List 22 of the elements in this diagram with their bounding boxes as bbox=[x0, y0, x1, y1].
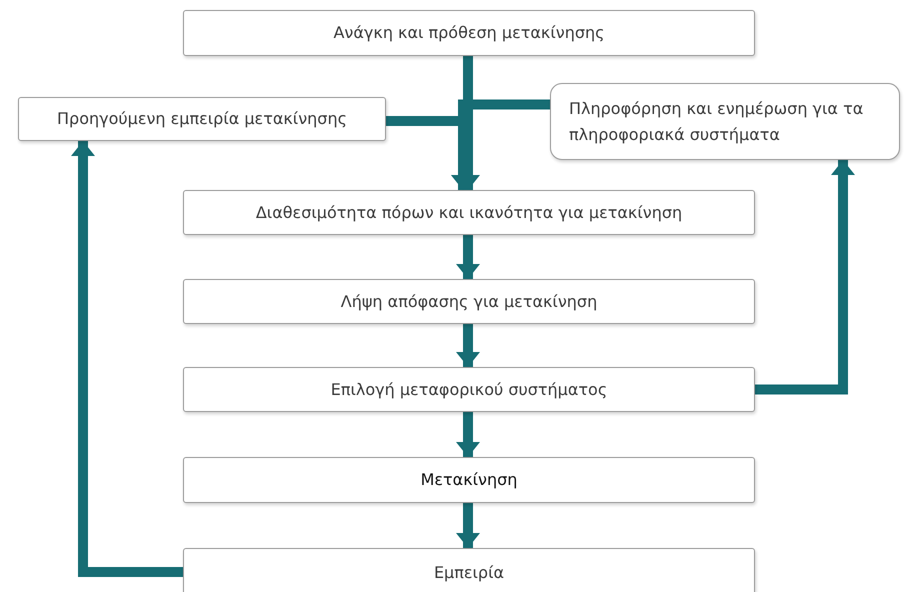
process-box bbox=[183, 367, 755, 412]
box-label: Μετακίνηση bbox=[420, 469, 518, 492]
box-label: Λήψη απόφασης για μετακίνηση bbox=[340, 290, 598, 313]
box-label: Ανάγκη και πρόθεση μετακίνησης bbox=[333, 22, 604, 44]
box-label: Εμπειρία bbox=[434, 562, 504, 584]
process-box bbox=[183, 457, 755, 503]
arrow bbox=[456, 235, 480, 279]
process-box bbox=[183, 279, 755, 324]
arrow bbox=[456, 412, 480, 457]
process-box bbox=[183, 10, 755, 56]
box-label: Επιλογή μεταφορικού συστήματος bbox=[330, 378, 608, 401]
arrow bbox=[456, 503, 480, 548]
process-box bbox=[183, 190, 755, 235]
arrow bbox=[456, 324, 480, 367]
box-label: Διαθεσιμότητα πόρων και ικανότητα για μετακίνηση bbox=[256, 202, 682, 224]
box-label: Προηγούμενη εμπειρία μετακίνησης bbox=[57, 108, 347, 130]
box-label: Πληροφόρηση και ενημέρωση για τα πληροφοριακά συστήματα bbox=[569, 98, 864, 146]
process-box bbox=[550, 83, 900, 160]
arrow bbox=[755, 160, 855, 394]
process-box bbox=[18, 97, 386, 141]
arrow bbox=[71, 141, 183, 577]
process-box bbox=[183, 548, 755, 592]
